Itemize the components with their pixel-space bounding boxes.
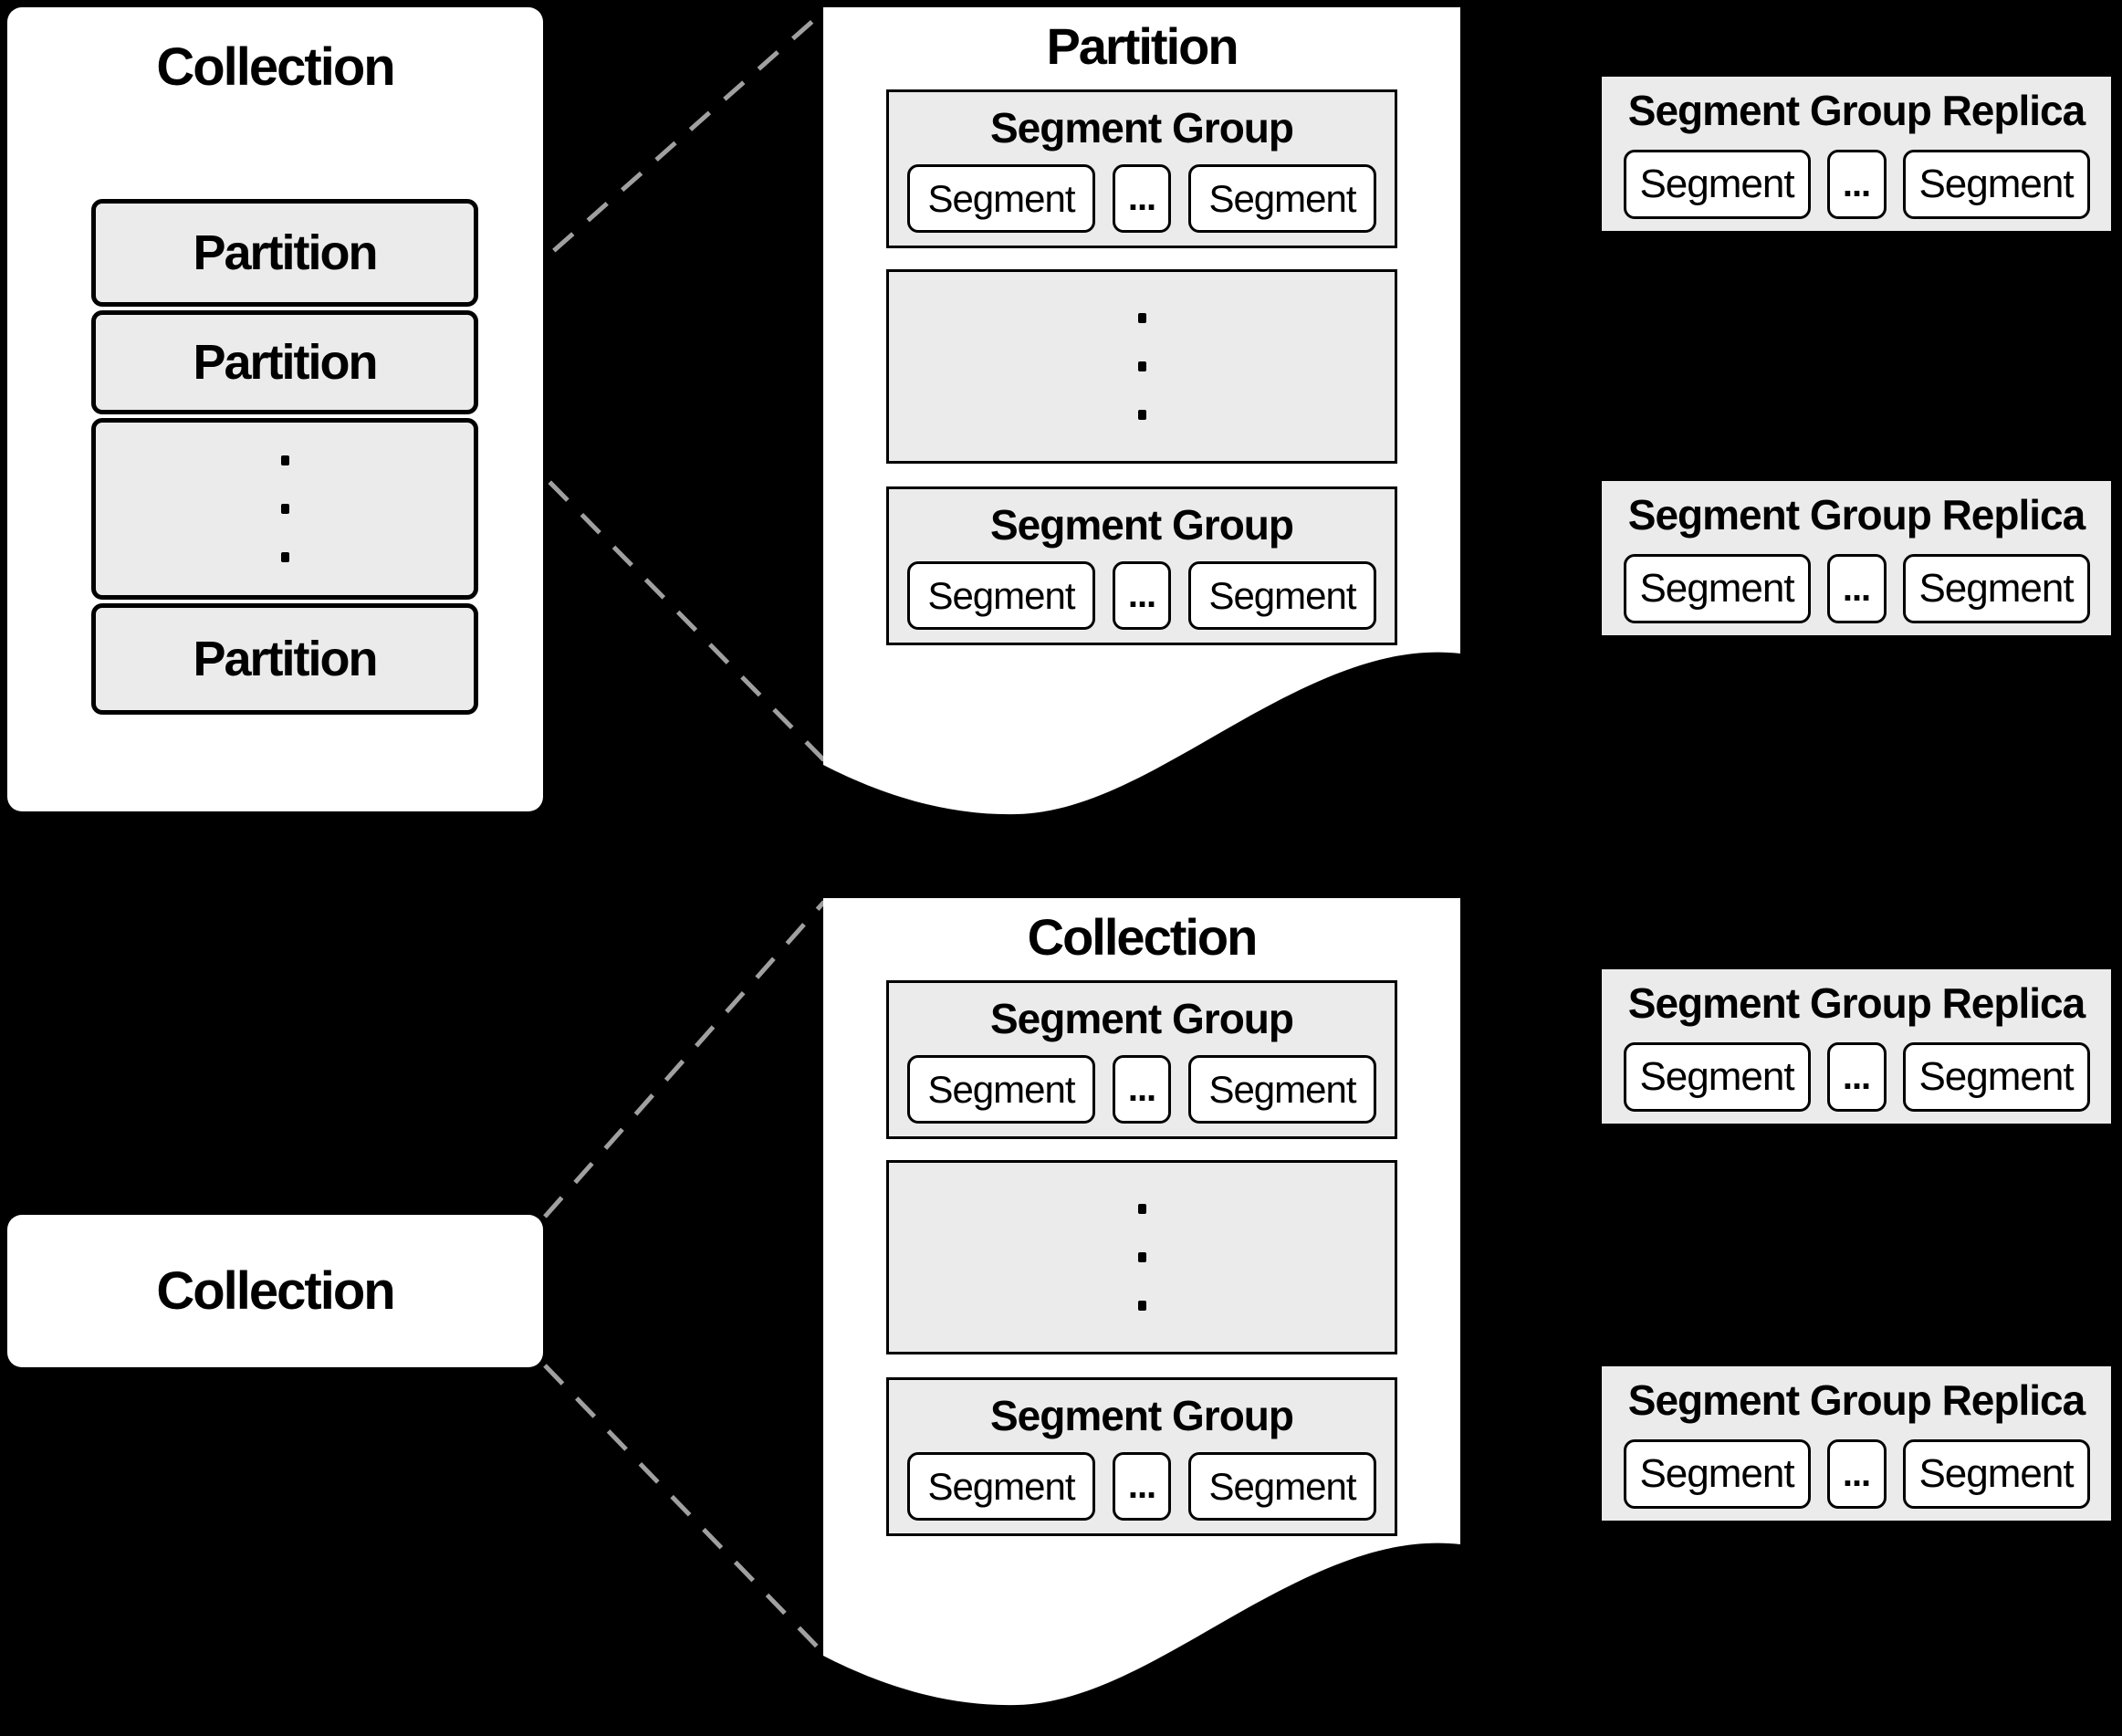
segment-group-replica-box: Segment Group Replica Segment ... Segmen…	[1602, 77, 2111, 231]
segment-box: Segment	[1188, 561, 1376, 630]
ellipsis-box: ...	[1826, 554, 1887, 623]
dot	[1137, 410, 1146, 420]
segment-row: Segment ... Segment	[1602, 1042, 2111, 1112]
segment-group-box: Segment Group Segment ... Segment	[886, 980, 1397, 1139]
segment-box: Segment	[1623, 150, 1811, 219]
segment-group-replica-box: Segment Group Replica Segment ... Segmen…	[1602, 1366, 2111, 1521]
segment-box: Segment	[1623, 1439, 1811, 1509]
segment-group-title: Segment Group	[989, 104, 1294, 152]
dashed-connector-top-upper	[484, 9, 826, 313]
dot	[280, 504, 289, 514]
segment-row: Segment ... Segment	[889, 1055, 1395, 1124]
dot	[280, 552, 289, 562]
segment-row: Segment ... Segment	[1602, 554, 2111, 623]
segment-group-title: Segment Group	[989, 1392, 1294, 1439]
segment-box: Segment	[907, 1055, 1095, 1124]
segment-row: Segment ... Segment	[889, 561, 1395, 630]
segment-group-box: Segment Group Segment ... Segment	[886, 486, 1397, 645]
dashed-connector-top-lower	[484, 415, 826, 762]
segment-box: Segment	[1902, 1439, 2090, 1509]
collection-label-box: Collection	[7, 1215, 543, 1367]
partition-box: Partition	[91, 199, 478, 307]
segment-box: Segment	[907, 1452, 1095, 1521]
dashed-connector-bottom-upper	[543, 900, 826, 1218]
segment-group-title: Segment Group	[989, 995, 1294, 1042]
dot	[1137, 313, 1146, 323]
segment-group-replica-box: Segment Group Replica Segment ... Segmen…	[1602, 969, 2111, 1124]
segment-group-title: Segment Group	[989, 501, 1294, 549]
segment-row: Segment ... Segment	[889, 164, 1395, 233]
segment-box: Segment	[1902, 1042, 2090, 1112]
vertical-ellipsis	[886, 1160, 1397, 1354]
vertical-ellipsis	[91, 418, 478, 600]
partition-page-title: Partition	[1046, 17, 1239, 75]
collection-stack-box: Collection Partition Partition Partition	[7, 7, 543, 811]
segment-box: Segment	[1902, 150, 2090, 219]
partition-label: Partition	[193, 225, 378, 280]
ellipsis-box: ...	[1826, 150, 1887, 219]
segment-row: Segment ... Segment	[1602, 1439, 2111, 1509]
replica-title: Segment Group Replica	[1627, 1376, 2085, 1424]
partition-box: Partition	[91, 603, 478, 715]
segment-box: Segment	[1902, 554, 2090, 623]
segment-box: Segment	[907, 164, 1095, 233]
partition-label: Partition	[193, 335, 378, 390]
partition-label: Partition	[193, 632, 378, 686]
segment-box: Segment	[1188, 1055, 1376, 1124]
ellipsis-box: ...	[1826, 1042, 1887, 1112]
segment-box: Segment	[1623, 554, 1811, 623]
dot	[280, 455, 289, 465]
collection-page-title: Collection	[1027, 908, 1259, 966]
ellipsis-box: ...	[1113, 1055, 1171, 1124]
dot	[1137, 1252, 1146, 1262]
segment-group-box: Segment Group Segment ... Segment	[886, 89, 1397, 248]
collection-label: Collection	[156, 1261, 395, 1321]
segment-box: Segment	[1188, 1452, 1376, 1521]
segment-box: Segment	[1623, 1042, 1811, 1112]
collection-page: Collection Segment Group Segment ... Seg…	[823, 898, 1460, 1712]
ellipsis-box: ...	[1113, 561, 1171, 630]
ellipsis-box: ...	[1826, 1439, 1887, 1509]
dashed-connector-bottom-lower	[543, 1364, 826, 1656]
replica-title: Segment Group Replica	[1627, 979, 2085, 1027]
replica-title: Segment Group Replica	[1627, 491, 2085, 539]
segment-box: Segment	[1188, 164, 1376, 233]
ellipsis-box: ...	[1113, 164, 1171, 233]
partition-box: Partition	[91, 310, 478, 414]
vertical-ellipsis	[886, 269, 1397, 464]
segment-row: Segment ... Segment	[1602, 150, 2111, 219]
segment-group-replica-box: Segment Group Replica Segment ... Segmen…	[1602, 481, 2111, 635]
replica-title: Segment Group Replica	[1627, 87, 2085, 134]
segment-box: Segment	[907, 561, 1095, 630]
dot	[1137, 1204, 1146, 1214]
segment-group-box: Segment Group Segment ... Segment	[886, 1377, 1397, 1536]
collection-stack-title: Collection	[156, 37, 395, 97]
partition-page: Partition Segment Group Segment ... Segm…	[823, 7, 1460, 821]
dot	[1137, 361, 1146, 371]
ellipsis-box: ...	[1113, 1452, 1171, 1521]
segment-row: Segment ... Segment	[889, 1452, 1395, 1521]
dot	[1137, 1301, 1146, 1311]
